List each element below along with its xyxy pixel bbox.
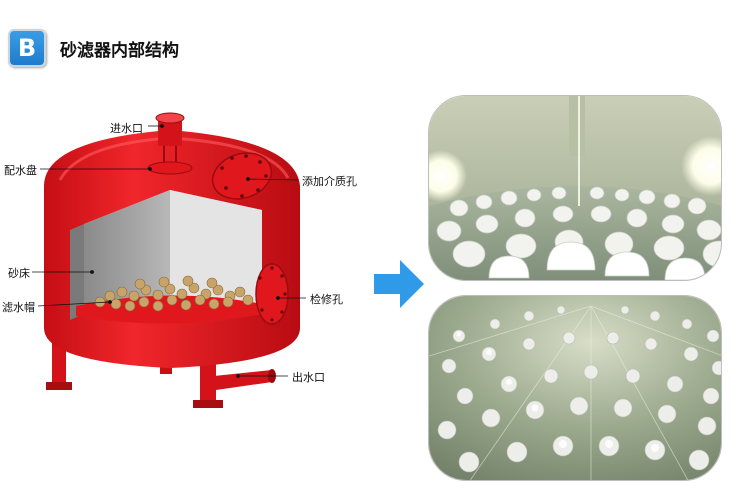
outlet-pipe [214, 370, 272, 390]
section-badge: B [8, 29, 46, 67]
sand-filter-diagram: 进水口 配水盘 添加介质孔 砂床 滤水帽 检修孔 出水口 [0, 100, 372, 440]
vessel-illustration [32, 112, 306, 408]
distributor-plate [147, 161, 193, 175]
photo-filter-caps-side [428, 95, 722, 281]
section-title: 砂滤器内部结构 [60, 40, 179, 61]
label-filter-cap: 滤水帽 [2, 301, 35, 314]
right-arrow-icon [374, 260, 424, 308]
leg-left [52, 338, 66, 390]
label-inlet: 进水口 [110, 122, 143, 135]
filter-caps [94, 275, 254, 312]
label-distributor: 配水盘 [4, 164, 37, 177]
leg-right [200, 356, 216, 408]
label-inspection-port: 检修孔 [310, 293, 343, 306]
label-sand-bed: 砂床 [8, 267, 30, 280]
label-media-port: 添加介质孔 [302, 175, 357, 188]
section-header: B 砂滤器内部结构 [8, 28, 179, 68]
leg-left-foot [46, 382, 72, 390]
leg-right-foot [193, 400, 223, 408]
inspection-port [255, 263, 289, 325]
leader-lines [32, 124, 306, 378]
photo-filter-caps-top [428, 295, 722, 481]
label-outlet: 出水口 [292, 371, 325, 384]
